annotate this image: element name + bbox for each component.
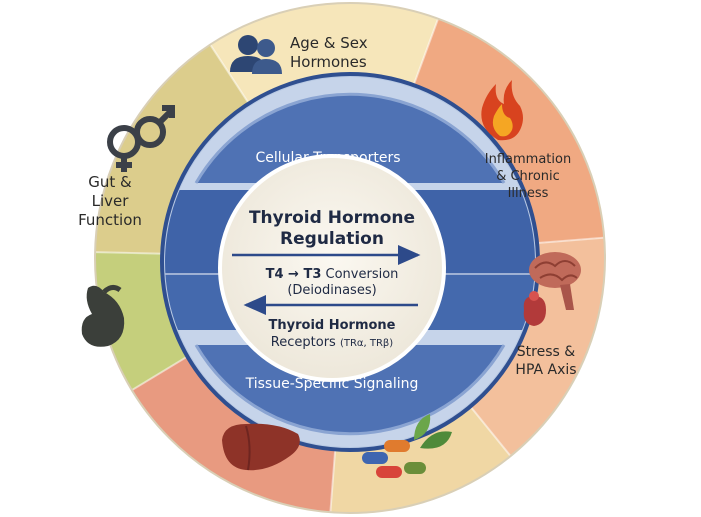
adrenal-icon [523,291,546,326]
center-title-line1: Thyroid Hormone [249,208,415,228]
conversion-bold: T4 → T3 [266,267,322,282]
gut-liver-line2: Liver [92,192,130,210]
conversion-rest: Conversion [321,267,398,282]
center-title-line2: Regulation [280,229,384,249]
center-circle [218,154,446,382]
inflammation-line3: Illness [508,186,549,201]
liver-icon [222,423,300,471]
stomach-icon [81,284,125,347]
gender-symbols-icon [107,105,175,172]
stress-line1: Stress & [517,344,575,360]
top-banner [196,94,504,183]
receptors-small: (TRα, TRβ) [340,338,393,349]
inflammation-line1: Inflammation [485,152,571,167]
supplements-icon [362,414,452,478]
receptors-main: Receptors [271,335,340,350]
tissue-signaling-label: Tissue-Specific Signaling [245,376,419,392]
age-sex-line2: Hormones [290,53,367,71]
gut-liver-line1: Gut & [88,173,132,191]
deiodinases-label: (Deiodinases) [287,283,376,298]
receptors-line1: Thyroid Hormone [269,318,396,333]
brain-icon [529,252,581,310]
gut-liver-line3: Function [78,211,142,229]
age-sex-line1: Age & Sex [290,34,368,52]
inflammation-line2: & Chronic [496,169,560,184]
bottom-banner [196,345,504,434]
flame-icon [481,80,523,141]
people-icon [230,35,282,74]
conversion-line: T4 → T3 Conversion [266,267,399,282]
stress-line2: HPA Axis [515,362,576,378]
receptors-line2: Receptors (TRα, TRβ) [271,335,394,350]
